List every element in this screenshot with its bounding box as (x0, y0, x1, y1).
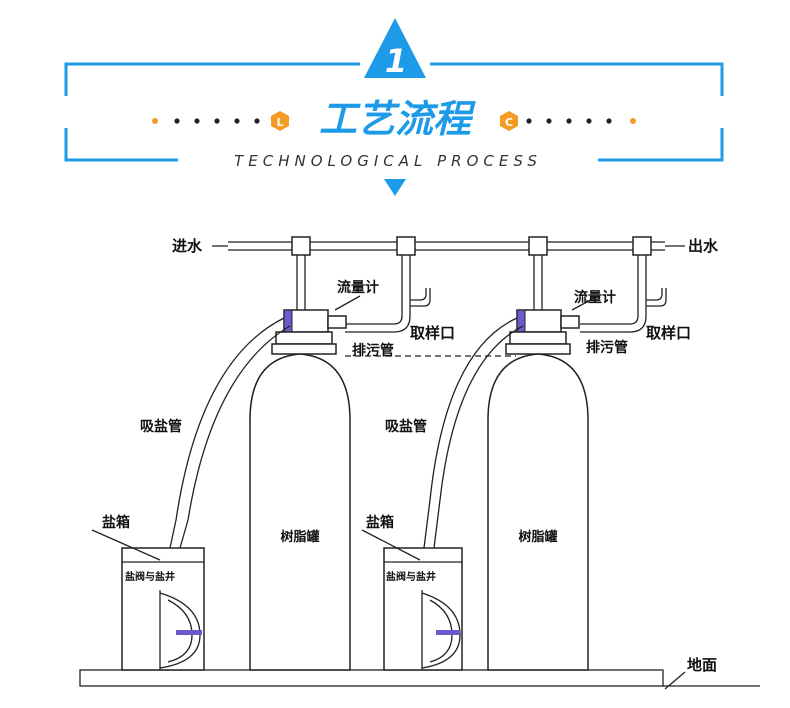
outlet-label: 出水 (688, 237, 719, 255)
page-subtitle: TECHNOLOGICAL PROCESS (234, 152, 542, 170)
sampling-left-label: 取样口 (410, 324, 455, 342)
hexagon-badge-icon (500, 111, 518, 131)
header-tees (291, 236, 652, 256)
page-title: 工艺流程 (319, 97, 476, 141)
salt-tank-right-label: 盐箱 (366, 514, 394, 531)
flowmeter-left-label: 流量计 (337, 279, 379, 296)
salt-valve-left-label: 盐阀与盐井 (125, 570, 175, 583)
ground-leader (664, 671, 686, 690)
brine-pipe-left-label: 吸盐管 (140, 418, 182, 435)
drain-left-label: 排污管 (352, 342, 394, 359)
header-frame (64, 62, 724, 162)
hexagon-badge-icon (271, 111, 289, 131)
left-dots (152, 118, 260, 124)
salt-tank-left-label: 盐箱 (102, 514, 130, 531)
main-header-pipe (212, 241, 685, 251)
ground-slab (79, 669, 664, 687)
left-badge-letter: L (276, 116, 283, 129)
drain-right-label: 排污管 (586, 339, 628, 356)
process-diagram: 地面 进水 出水 (79, 236, 760, 690)
ground-label: 地面 (687, 656, 717, 674)
left-softener-unit (91, 255, 516, 671)
section-number: 1 (385, 42, 407, 80)
salt-valve-right-label: 盐阀与盐井 (386, 570, 436, 583)
right-dots (526, 118, 636, 124)
right-badge-letter: C (505, 116, 513, 129)
inlet-label: 进水 (172, 237, 203, 255)
flowmeter-right-label: 流量计 (574, 289, 616, 306)
section-header: 1 L C 工艺流程 TECHNOLOGICAL PROCESS (64, 18, 724, 196)
sampling-right-label: 取样口 (646, 324, 691, 342)
right-softener-unit (361, 255, 667, 671)
brine-pipe-right-label: 吸盐管 (385, 418, 427, 435)
down-arrow-icon (384, 179, 406, 196)
triangle-number-icon (364, 18, 426, 78)
resin-tank-left-label: 树脂罐 (280, 529, 319, 545)
resin-tank-right-label: 树脂罐 (518, 529, 557, 545)
